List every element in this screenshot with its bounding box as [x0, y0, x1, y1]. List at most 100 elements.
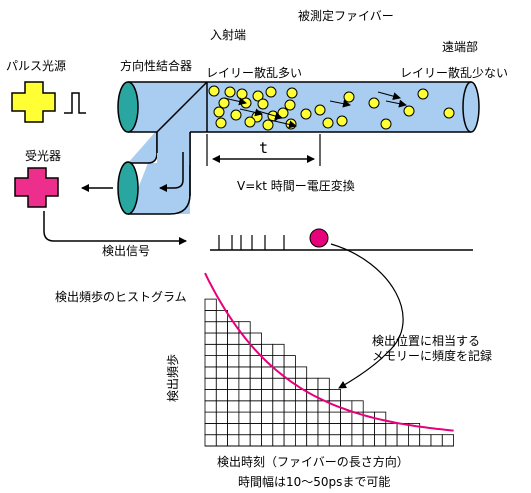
histogram-cell — [227, 377, 240, 390]
histogram-cell — [328, 434, 341, 447]
time-width-label: 時間幅は10〜50psまで可能 — [238, 474, 390, 489]
histogram-cell — [215, 422, 229, 436]
scatter-arrow — [239, 108, 263, 117]
histogram-cell — [204, 332, 217, 345]
histogram-bin — [238, 321, 251, 447]
histogram-cell — [283, 400, 296, 413]
return-light-arrow — [159, 152, 184, 192]
fiber-tube — [117, 81, 480, 133]
histogram-cell — [249, 332, 262, 345]
histogram-cell — [261, 411, 274, 424]
scatter-dot — [265, 86, 277, 98]
histogram-cell — [227, 434, 240, 447]
memory-note-line2: メモリーに頻度を記録 — [372, 348, 492, 363]
histogram-cell — [204, 309, 217, 323]
histogram-cell — [294, 422, 308, 436]
histogram-cell — [261, 343, 274, 356]
histogram-cell — [215, 400, 229, 413]
histogram-cell — [204, 389, 217, 402]
histogram-cell — [215, 389, 229, 402]
histogram-cell — [249, 411, 262, 424]
scatter-arrow — [377, 91, 401, 101]
histogram-cell — [215, 321, 229, 334]
histogram-cell — [294, 411, 308, 424]
histogram-cell — [261, 377, 274, 390]
histogram-cell — [283, 411, 296, 424]
histogram-cell — [317, 434, 330, 447]
pulse-source-label: パルス光源 — [6, 59, 66, 73]
pulse-source-cross — [11, 81, 56, 123]
histogram-cell — [272, 355, 285, 368]
histogram-cell — [227, 355, 240, 368]
histogram-cell — [238, 355, 251, 368]
histogram-cell — [215, 377, 229, 390]
histogram-cell — [204, 366, 217, 379]
histogram-bin — [272, 343, 285, 447]
histogram-cell — [261, 400, 274, 413]
conversion-label: V=kt 時間ー電圧変換 — [237, 178, 355, 193]
histogram-cell — [374, 434, 387, 447]
histogram-cell — [351, 400, 364, 413]
histogram-cell — [283, 422, 296, 436]
histogram-bin — [385, 422, 398, 447]
histogram-cell — [272, 389, 285, 402]
histogram-cell — [227, 343, 240, 356]
histogram-bin — [441, 434, 454, 447]
histogram-cell — [204, 422, 217, 436]
histogram-cell — [340, 434, 353, 447]
histogram-cell — [249, 355, 262, 368]
histogram-cell — [362, 434, 375, 447]
scatter-dot — [417, 88, 429, 100]
scatter-dot — [257, 98, 269, 110]
scatter-arrow — [329, 99, 351, 108]
histogram-cell — [272, 411, 285, 424]
histogram-cell — [227, 332, 240, 345]
fiber-entrance-face — [117, 81, 139, 133]
histogram-cell — [249, 400, 262, 413]
scatter-dot — [343, 91, 355, 103]
scatter-dot — [208, 85, 220, 97]
histogram-cell — [328, 411, 341, 424]
scatter-dot — [277, 107, 289, 119]
histogram-cell — [215, 309, 229, 323]
histogram-bin — [215, 309, 229, 447]
histogram-cell — [215, 366, 229, 379]
histogram-cell — [204, 377, 217, 390]
scatter-dot — [230, 109, 242, 121]
histogram-cell — [215, 355, 229, 368]
detection-histogram — [204, 298, 454, 447]
histogram-cell — [407, 422, 421, 436]
scatter-dot — [213, 106, 225, 118]
histogram-cell — [317, 377, 330, 390]
histogram-bin — [328, 389, 341, 447]
histogram-bin — [430, 434, 443, 447]
histogram-cell — [249, 389, 262, 402]
detection-signal-label: 検出信号 — [102, 244, 150, 258]
histogram-cell — [272, 422, 285, 436]
histogram-cell — [215, 332, 229, 345]
histogram-cell — [272, 400, 285, 413]
histogram-cell — [249, 422, 262, 436]
fiber-far-end — [462, 81, 480, 133]
histogram-cell — [204, 355, 217, 368]
memory-note-line1: 検出位置に相当する — [372, 333, 480, 348]
histogram-bin — [306, 377, 319, 447]
histogram-cell — [396, 434, 409, 447]
decay-fit-curve — [204, 272, 454, 432]
histogram-cell — [238, 366, 251, 379]
receiver-label: 受光器 — [25, 149, 61, 163]
histogram-cell — [283, 389, 296, 402]
scatter-dot — [443, 107, 455, 119]
histogram-cell — [249, 434, 262, 447]
histogram-cell — [261, 434, 274, 447]
histogram-cell — [340, 422, 353, 436]
histogram-cell — [441, 434, 454, 447]
histogram-cell — [238, 411, 251, 424]
fiber-under-test-label: 被測定ファイバー — [298, 8, 394, 23]
histogram-cell — [283, 355, 296, 368]
scatter-dot — [314, 104, 326, 116]
histogram-cell — [249, 377, 262, 390]
histogram-bin — [396, 422, 409, 447]
receiver-cross — [14, 167, 59, 208]
scatter-arrow — [257, 110, 283, 120]
